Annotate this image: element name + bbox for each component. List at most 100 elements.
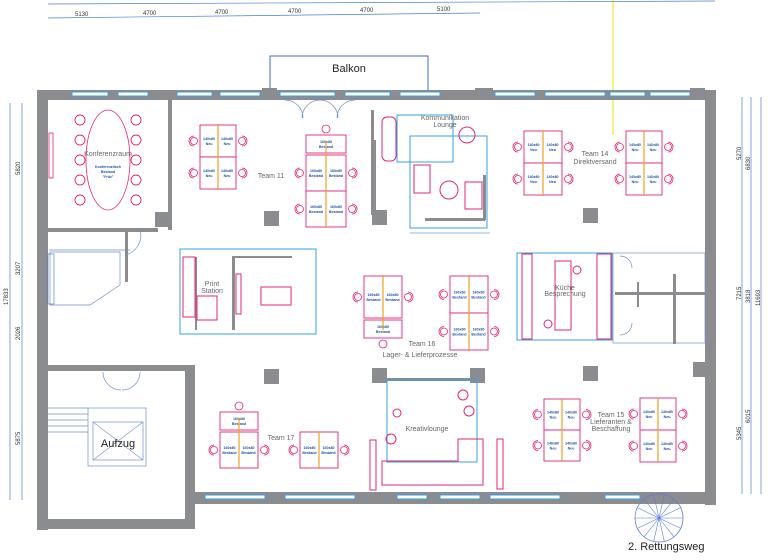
desk-status-label: Bestand xyxy=(385,298,399,302)
kitchen-zone[interactable]: Küche Besprechung xyxy=(516,252,706,344)
chair-icon xyxy=(585,409,592,420)
desk-status-label: Neu xyxy=(646,447,653,451)
desk-status-label: Neu xyxy=(549,148,556,152)
chair-icon xyxy=(130,134,142,146)
dim-top-3: 4700 xyxy=(215,10,229,16)
chair-seat xyxy=(514,175,522,183)
desk-size-label: 140x80 xyxy=(203,169,215,173)
lounge-zone[interactable]: Kommunikation Lounge xyxy=(371,110,490,234)
desk-size-label: 140x80 xyxy=(547,442,559,446)
dim-right-5: 3818 xyxy=(746,289,752,303)
chair-icon xyxy=(532,409,539,420)
desk xyxy=(561,398,581,431)
chair-seat xyxy=(534,410,542,419)
sideboard xyxy=(48,132,54,179)
top-dimension-chain: 5130 4700 4700 4700 4700 5100 xyxy=(47,0,716,19)
chair-icon xyxy=(567,173,574,185)
desk-size-label: 140x80 xyxy=(547,143,559,147)
desk xyxy=(639,429,659,463)
stair-step xyxy=(658,507,681,519)
pillars xyxy=(155,88,705,384)
chair-icon xyxy=(321,124,331,134)
desk-size-label: 140x80 xyxy=(661,442,673,446)
dim-left-4: 5875 xyxy=(16,431,22,445)
team-16-sub: Lager- & Lieferprozesse xyxy=(383,352,458,359)
conference-room[interactable]: Konferenzraum Konferenztisch Bestand "Fr… xyxy=(47,100,172,306)
chair-seat xyxy=(238,169,246,177)
chair-seat xyxy=(238,137,246,145)
chair-seat xyxy=(664,143,672,151)
conference-label: Konferenzraum xyxy=(84,151,132,158)
chair-icon xyxy=(351,167,358,179)
desk-status-label: Neu xyxy=(632,180,639,184)
chair-icon xyxy=(294,167,301,179)
conference-chairs xyxy=(74,114,142,206)
conference-table-label-3: "Fritz" xyxy=(103,175,114,179)
creative-lounge-zone[interactable]: Kreativlounge xyxy=(369,378,504,491)
chair-seat xyxy=(440,290,448,299)
chair-icon xyxy=(681,440,688,452)
chair-icon xyxy=(352,291,359,303)
chair-seat xyxy=(564,175,572,183)
chair-icon xyxy=(241,135,248,147)
desk-size-label: 140x80 xyxy=(629,143,641,147)
team-17-label: Team 17 xyxy=(268,435,295,442)
conference-table xyxy=(85,109,131,211)
chair-icon xyxy=(512,173,519,185)
desk xyxy=(382,275,403,319)
desk-size-label: 140x80 xyxy=(203,137,215,141)
chair-seat xyxy=(348,169,356,177)
desk xyxy=(542,130,563,164)
desk-status-label: Bestand xyxy=(471,333,485,337)
desk-status-label: Bestand xyxy=(222,451,236,455)
desk-size-label: 140x80 xyxy=(565,442,577,446)
desk-size-label: 140x80 xyxy=(547,175,559,179)
desk xyxy=(468,312,489,351)
desk xyxy=(561,429,581,462)
desk-status-label: Bestand xyxy=(471,296,485,300)
desk xyxy=(299,431,320,469)
desk xyxy=(449,312,470,351)
print-station-label-2: Station xyxy=(201,288,223,295)
desk xyxy=(657,397,677,431)
desk-size-label: 160x80 xyxy=(387,293,399,297)
desk xyxy=(625,130,645,164)
desk-size-label: 160x80 xyxy=(310,169,322,173)
desk-status-label: Neu xyxy=(550,416,557,420)
conference-table-label-1: Konferenztisch xyxy=(95,165,121,169)
balcony-doors[interactable] xyxy=(284,99,376,215)
desk-size-label: 140x80 xyxy=(647,143,659,147)
dim-right-3: 5345 xyxy=(737,426,743,440)
escape-route-label: 2. Rettungsweg xyxy=(628,541,704,553)
team-15-label: Team 15 xyxy=(598,412,625,419)
elevator-zone[interactable]: Aufzug xyxy=(48,371,147,467)
chair-icon xyxy=(667,141,674,153)
desk-status-label: Neu xyxy=(550,447,557,451)
chair-seat xyxy=(190,169,198,177)
stair-step xyxy=(653,494,660,519)
stair-step xyxy=(658,499,675,519)
chair-icon xyxy=(74,174,86,186)
lounge-label-1: Kommunikation xyxy=(421,115,469,122)
chair-icon xyxy=(512,141,519,153)
stair-step xyxy=(658,517,681,529)
desk-status-label: Bestand xyxy=(366,298,380,302)
stair-step xyxy=(653,517,660,542)
chair-icon xyxy=(351,203,358,215)
desk-size-label: 140x80 xyxy=(629,175,641,179)
desk-status-label: Bestand xyxy=(452,296,466,300)
balcony-label: Balkon xyxy=(332,63,366,75)
chair-icon xyxy=(74,154,86,166)
desk xyxy=(657,429,677,463)
dim-left-1: 5820 xyxy=(16,161,22,175)
desk-clusters: 140x80Neu140x80Neu140x80Neu140x80Neu160x… xyxy=(188,124,688,469)
stair-step xyxy=(643,499,660,519)
desk-size-label: 160x80 xyxy=(330,169,342,173)
desk-size-label: 160x80 xyxy=(243,446,255,450)
desk-size-label: 160x80 xyxy=(368,293,380,297)
chair-icon xyxy=(130,174,142,186)
kitchen-label-1: Küche xyxy=(555,285,575,292)
print-station-zone[interactable]: Print Station xyxy=(179,248,317,335)
chair-icon xyxy=(188,167,195,179)
